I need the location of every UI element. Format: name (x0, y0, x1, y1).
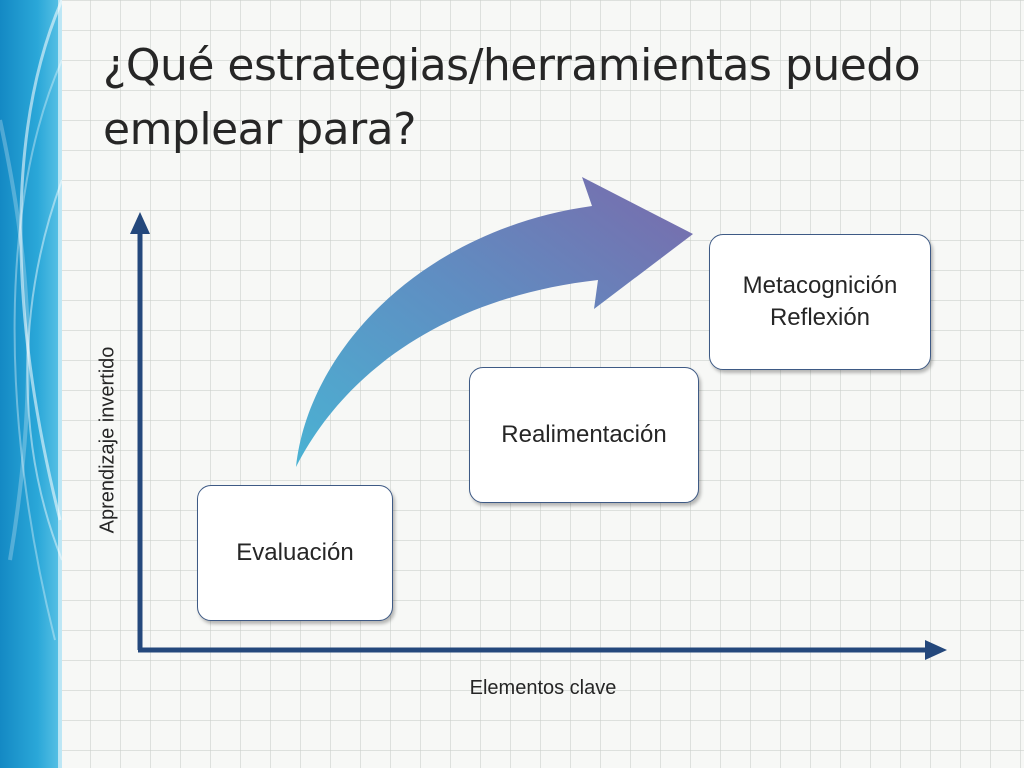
step-label-realimentacion: Realimentación (501, 421, 667, 448)
y-axis-label: Aprendizaje invertido (96, 346, 119, 534)
slide-title: ¿Qué estrategias/herramientas puedo empl… (103, 40, 921, 155)
step-label-metacognicion: Metacognición (742, 272, 898, 299)
y-axis-arrowhead (130, 212, 150, 234)
progression-arrow (296, 177, 693, 467)
y-axis (130, 212, 150, 650)
step-box-metacognicion: Metacognición Reflexión (709, 234, 931, 370)
side-decoration-band (0, 0, 62, 768)
step-label-evaluacion: Evaluación (236, 539, 354, 566)
x-axis (138, 640, 947, 660)
step-label-reflexion: Reflexión (769, 304, 871, 331)
side-band-graphic (0, 0, 62, 768)
x-axis-label: Elementos clave (469, 677, 617, 699)
step-box-realimentacion: Realimentación (469, 367, 699, 503)
step-box-evaluacion: Evaluación (197, 485, 393, 621)
x-axis-arrowhead (925, 640, 947, 660)
